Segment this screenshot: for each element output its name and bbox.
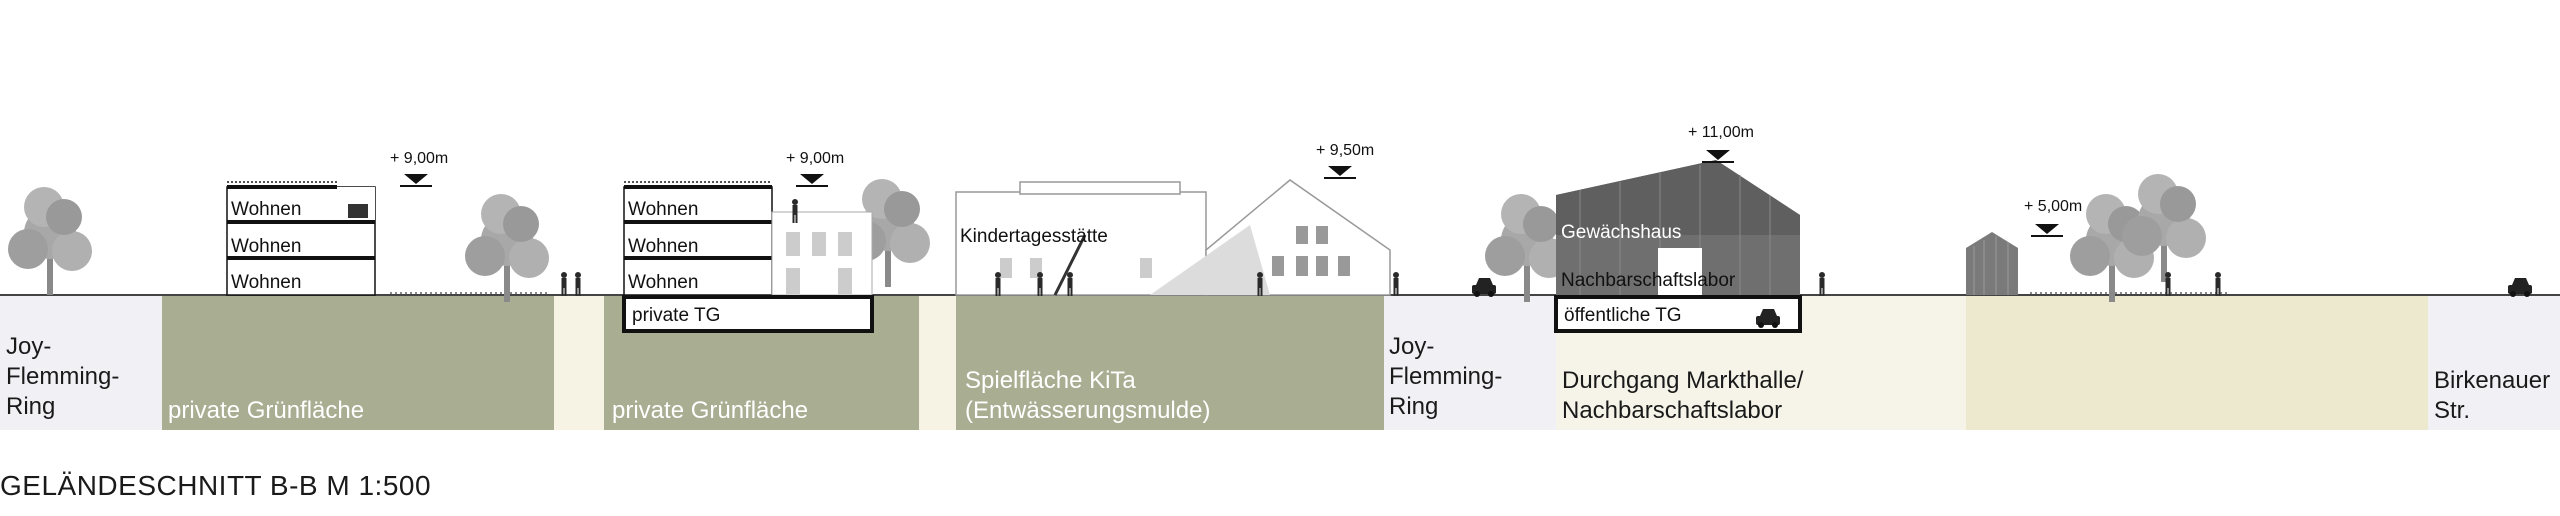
person-icon: [1819, 272, 1825, 296]
zone-path-1: [554, 295, 604, 430]
height-marker-icon: [2030, 223, 2064, 237]
zone-label-joy-right: Joy- Flemming- Ring: [1389, 333, 1503, 420]
zone-meadow: [1966, 295, 2428, 430]
markthalle-upper: Gewächshaus: [1561, 222, 1682, 243]
zone-label-birkenauer: Birkenauer Str.: [2434, 367, 2551, 424]
height-marker-icon: [399, 173, 433, 187]
b1-height: + 9,00m: [390, 150, 449, 167]
person-icon: [2165, 272, 2171, 296]
zone-label-durchgang: Durchgang Markthalle/ Nachbarschaftslabo…: [1562, 367, 1804, 424]
building-2: [622, 181, 874, 333]
zone-path-2: [919, 295, 956, 430]
zone-label-kita: Spielfläche KiTa (Entwässerungsmulde): [965, 367, 1211, 424]
b2-height: + 9,00m: [786, 150, 845, 167]
b1-floor-3: Wohnen: [231, 199, 302, 220]
person-icon: [1393, 272, 1399, 296]
shed-building: [1966, 232, 2018, 295]
height-marker-icon: [1323, 165, 1357, 179]
height-marker-icon: [1701, 149, 1735, 163]
zone-label-gruen-1: private Grünfläche: [168, 397, 365, 424]
kita-height: + 9,50m: [1316, 142, 1375, 159]
height-marker-icon: [795, 173, 829, 187]
b1-floor-1: Wohnen: [231, 272, 302, 293]
zone-kita: [956, 295, 1384, 430]
person-icon: [2215, 272, 2221, 296]
zone-birkenauer: [2428, 295, 2560, 430]
b2-floor-1: Wohnen: [628, 272, 699, 293]
person-icon: [575, 272, 581, 296]
kita-name: Kindertagesstätte: [960, 226, 1108, 247]
zone-label-joy-left: Joy- Flemming- Ring: [6, 333, 120, 420]
b2-garage: private TG: [632, 305, 721, 326]
tree-icon: [8, 187, 92, 295]
markthalle-garage: öffentliche TG: [1564, 305, 1682, 326]
building-1: [226, 181, 376, 296]
zone-gruen-1: [162, 295, 554, 430]
zone-label-gruen-2: private Grünfläche: [612, 397, 809, 424]
zone-joy-right: [1384, 295, 1556, 430]
markthalle-height: + 11,00m: [1688, 124, 1754, 141]
zone-joy-left: [0, 295, 162, 430]
kita-building: [955, 179, 1391, 296]
markthalle-lower: Nachbarschaftslabor: [1561, 270, 1736, 291]
tree-icon: [465, 194, 549, 302]
b1-floor-2: Wohnen: [231, 236, 302, 257]
markthalle-building: [1554, 160, 1802, 333]
b2-floor-3: Wohnen: [628, 199, 699, 220]
person-icon: [561, 272, 567, 296]
section-title: GELÄNDESCHNITT B-B M 1:500: [0, 470, 432, 501]
shed-height: + 5,00m: [2024, 198, 2083, 215]
b2-floor-2: Wohnen: [628, 236, 699, 257]
